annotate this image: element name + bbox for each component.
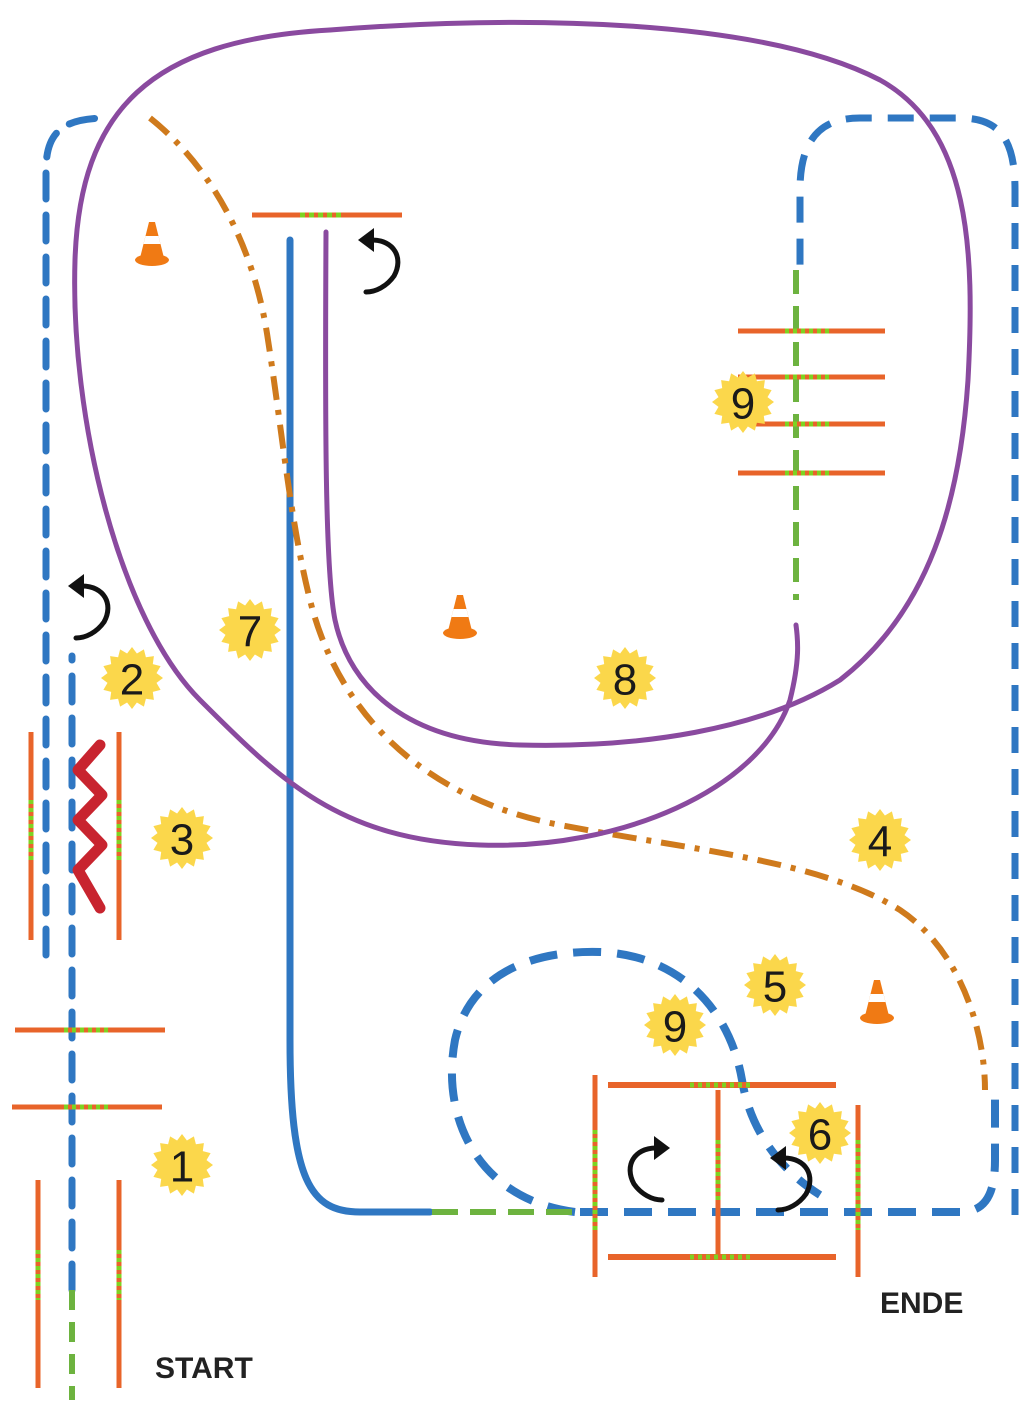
station-badge-9: 9 [644, 994, 706, 1056]
station-number: 6 [808, 1111, 832, 1160]
purple-big-loop-top [323, 19, 973, 748]
station-number: 2 [120, 656, 144, 705]
station-number: 9 [731, 380, 755, 429]
starburst-badge-icon [151, 1134, 213, 1196]
blue-dashed-finish-line [580, 1090, 999, 1216]
blue-dashed-route [42, 114, 112, 1294]
starburst-badge-icon [644, 994, 706, 1056]
station-badge-1: 1 [151, 1134, 213, 1196]
station-badge-2: 2 [101, 647, 163, 709]
station-badge-9: 9 [712, 371, 774, 433]
station-number: 4 [868, 818, 892, 867]
turn-arrow-icon [358, 228, 398, 292]
turn-arrow-icon [68, 574, 108, 638]
starburst-badge-icon [151, 807, 213, 869]
orange-dashdot-route [148, 115, 988, 1091]
poles-station-1 [12, 1027, 165, 1388]
starburst-badge-icon [849, 809, 911, 871]
cone-icon [860, 980, 894, 1024]
red-zigzag [72, 739, 108, 914]
turn-arrow-icon [630, 1136, 670, 1200]
station-number: 8 [613, 656, 637, 705]
starburst-badge-icon [789, 1102, 851, 1164]
poles-lane-right [738, 328, 885, 476]
starburst-badge-icon [744, 954, 806, 1016]
starburst-badge-icon [101, 647, 163, 709]
station-number: 5 [763, 963, 787, 1012]
station-badge-6: 6 [789, 1102, 851, 1164]
cone-icon [135, 222, 169, 266]
station-badge-7: 7 [219, 599, 281, 661]
cone-icon [443, 595, 477, 639]
poles-station-3 [28, 732, 122, 940]
station-number: 7 [238, 608, 262, 657]
turn-arrow-icon [770, 1146, 810, 1210]
end-label: ENDE [880, 1287, 963, 1320]
starburst-badge-icon [594, 647, 656, 709]
starburst-badge-icon [712, 371, 774, 433]
starburst-badge-icon [219, 599, 281, 661]
station-badge-4: 4 [849, 809, 911, 871]
station-number: 9 [663, 1003, 687, 1052]
blue-dashed-loop [796, 114, 1019, 1215]
blue-dashed-circle-route [447, 947, 823, 1216]
purple-big-loop [72, 27, 801, 848]
station-badge-3: 3 [151, 807, 213, 869]
station-number: 1 [170, 1143, 194, 1192]
station-badge-5: 5 [744, 954, 806, 1016]
station-badge-8: 8 [594, 647, 656, 709]
poles-finish-box [592, 1075, 861, 1277]
station-number: 3 [170, 816, 194, 865]
blue-solid-route [286, 236, 434, 1216]
start-label: START [155, 1352, 253, 1385]
